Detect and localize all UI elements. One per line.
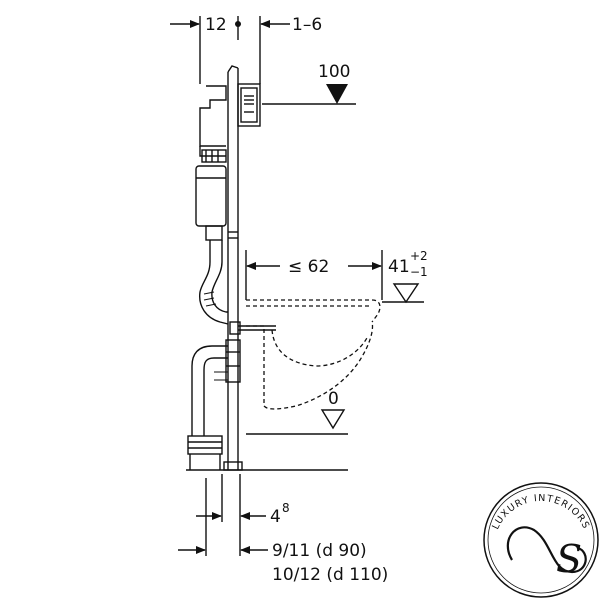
flush-pipe [199, 240, 229, 325]
level-41-marker [382, 283, 424, 304]
actuator-plate [237, 83, 261, 127]
logo-swash-icon [506, 526, 587, 574]
pipe-size-90-label: 9/11 (d 90) [272, 541, 367, 561]
luxury-interiors-logo: LUXURY INTERIORS S [483, 482, 599, 598]
fixing-bolts [229, 321, 276, 335]
pipe-size-110-label: 10/12 (d 110) [272, 565, 388, 585]
dim-depth-label: ≤ 62 [288, 257, 329, 277]
dim-height-tol-minus: −1 [410, 265, 428, 279]
centre-point [235, 21, 241, 27]
level-100-label: 100 [318, 62, 350, 82]
cistern [195, 85, 227, 241]
dim-height-tol-plus: +2 [410, 249, 428, 263]
logo-monogram: S [556, 537, 582, 581]
wc-pan-outline [246, 299, 381, 410]
dimension-depth [245, 250, 383, 300]
level-0-marker [320, 409, 346, 430]
dim-top-left-label: 12 [205, 15, 227, 35]
level-100-marker [262, 84, 356, 105]
dimension-top [170, 16, 290, 84]
dim-bottom-offset-sup: 8 [282, 501, 290, 515]
waste-pipe [187, 339, 241, 470]
level-0-label: 0 [328, 389, 339, 409]
dim-height-label: 41 [388, 257, 410, 277]
dim-bottom-offset-label: 4 [270, 507, 281, 527]
dimension-bottom [178, 474, 268, 556]
dim-top-right-label: 1–6 [292, 15, 322, 35]
installation-frame [223, 65, 243, 471]
